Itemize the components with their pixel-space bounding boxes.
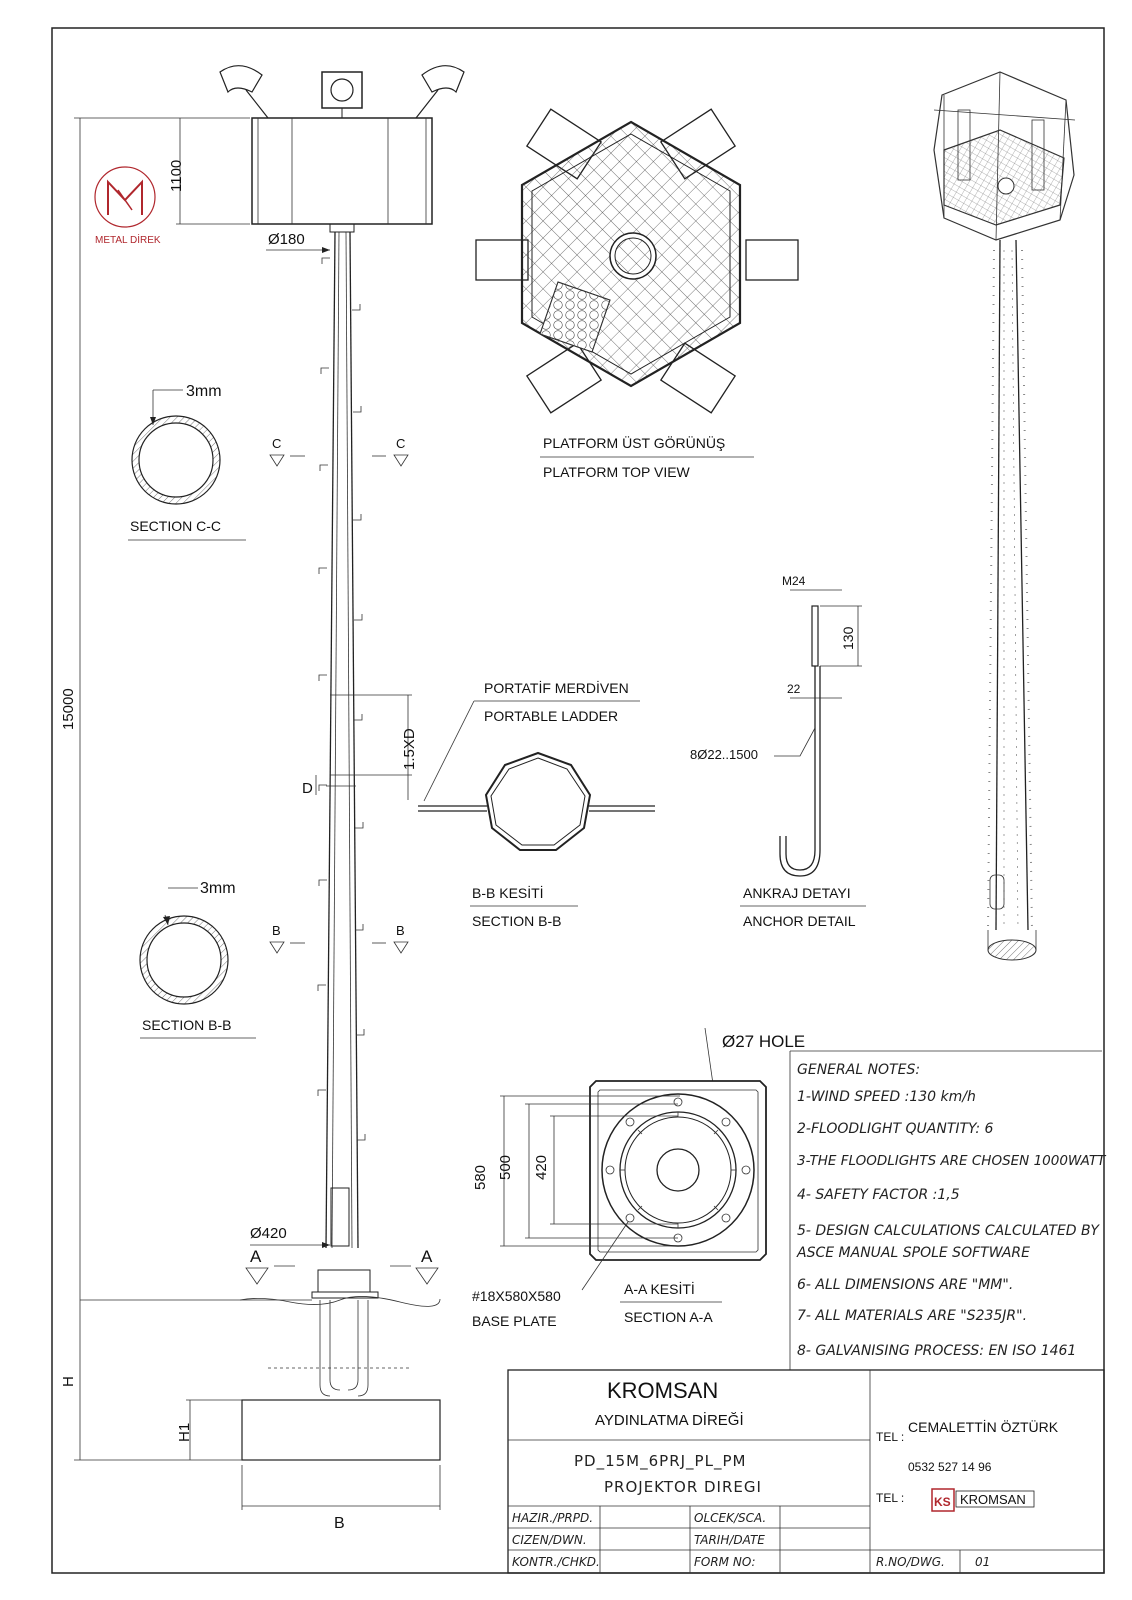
ladder-title-tr: PORTATİF MERDİVEN [484, 679, 629, 696]
floodlight-left [219, 65, 269, 119]
bb-cut-title-tr: B-B KESİTİ [472, 884, 544, 901]
anchor-rod-diameter: 22 [787, 682, 801, 696]
section-bb-thickness: 3mm [200, 880, 236, 897]
top-diameter-dimension: Ø180 [266, 231, 330, 253]
contact-phone: 0532 527 14 96 [908, 1460, 992, 1474]
hole-label: Ø27 HOLE [722, 1032, 805, 1051]
general-notes: GENERAL NOTES: 1-WIND SPEED :130 km/h 2-… [789, 1050, 1107, 1370]
form-no-label: FORM NO: [694, 1555, 756, 1569]
note-8: 8- GALVANISING PROCESS: EN ISO 1461 [797, 1343, 1076, 1359]
section-c-right: C [396, 436, 405, 451]
pole-elevation: 1100 Ø180 1.5XD [60, 65, 465, 1532]
product-name: AYDINLATMA DİREĞİ [595, 1411, 744, 1429]
dwg-no-label: R.NO/DWG. [876, 1555, 945, 1569]
ladder-title-en: PORTABLE LADDER [484, 708, 618, 724]
diameter-d-marker: D [302, 775, 356, 797]
top-diameter-label: Ø180 [268, 231, 305, 248]
note-1: 1-WIND SPEED :130 km/h [797, 1089, 976, 1105]
h1-label: H1 [176, 1423, 193, 1442]
base-diameter-dimension: Ø420 [250, 1225, 330, 1248]
note-4: 4- SAFETY FACTOR :1,5 [797, 1187, 960, 1203]
anchor-spec: 8Ø22..1500 [690, 747, 758, 762]
floodlight-right [415, 65, 465, 119]
section-a-left: A [250, 1247, 262, 1266]
plate-label: BASE PLATE [472, 1313, 557, 1329]
anchor-title-tr: ANKRAJ DETAYI [743, 885, 851, 901]
drawing-description: PROJEKTOR DIREGI [604, 1478, 762, 1496]
note-7: 7- ALL MATERIALS ARE "S235JR". [797, 1308, 1027, 1324]
section-b-right: B [396, 923, 405, 938]
section-a-right: A [421, 1247, 433, 1266]
section-cc-title: SECTION C-C [130, 518, 221, 534]
overall-height-label: 15000 [60, 688, 77, 730]
section-bb-title: SECTION B-B [142, 1017, 231, 1033]
note-6: 6- ALL DIMENSIONS ARE "MM". [797, 1277, 1013, 1293]
overall-height-dimension: 15000 H H1 B [60, 117, 441, 1532]
note-3: 3-THE FLOODLIGHTS ARE CHOSEN 1000WATT [797, 1153, 1107, 1169]
ladder-spacing-dimension: 1.5XD [330, 694, 418, 800]
section-cc-thickness: 3mm [186, 383, 222, 400]
pole-foundation [80, 1269, 441, 1461]
dim-420: 420 [533, 1155, 550, 1180]
section-aa-title-tr: A-A KESİTİ [624, 1280, 695, 1297]
plate-spec: #18X580X580 [472, 1288, 561, 1304]
anchor-detail: M24 130 22 8Ø22..1500 ANKRAJ DETAYI ANCH… [690, 574, 866, 929]
brand-name: KROMSAN [960, 1492, 1026, 1507]
section-a-marks: A A [245, 1247, 439, 1285]
company-name: KROMSAN [607, 1378, 718, 1403]
section-c-left: C [272, 436, 281, 451]
platform-title-tr: PLATFORM ÜST GÖRÜNÜŞ [543, 434, 725, 451]
section-c-marks: C C [269, 436, 409, 467]
floodlight-center [321, 71, 363, 118]
notes-title: GENERAL NOTES: [797, 1062, 920, 1078]
platform-height-dimension: 1100 [168, 117, 250, 225]
tel-label-1: TEL : [876, 1430, 904, 1444]
drawing-code: PD_15M_6PRJ_PL_PM [574, 1452, 746, 1471]
anchor-thread-label: M24 [782, 574, 806, 588]
scale-label: OLCEK/SCA. [694, 1511, 766, 1525]
platform-top-view: PLATFORM ÜST GÖRÜNÜŞ PLATFORM TOP VIEW [475, 108, 799, 480]
contact-name: CEMALETTİN ÖZTÜRK [908, 1418, 1059, 1435]
drawn-label: CIZEN/DWN. [512, 1533, 587, 1547]
note-5-cont: ASCE MANUAL SPOLE SOFTWARE [796, 1245, 1030, 1261]
title-block: KROMSAN AYDINLATMA DİREĞİ PD_15M_6PRJ_PL… [507, 1369, 1105, 1574]
section-b-marks: B B [269, 923, 409, 954]
section-aa-title-en: SECTION A-A [624, 1309, 713, 1325]
prepared-label: HAZIR./PRPD. [512, 1511, 593, 1525]
tel-label-2: TEL : [876, 1491, 904, 1505]
b-label: B [334, 1515, 345, 1532]
dim-580: 580 [472, 1165, 489, 1190]
dwg-no: 01 [975, 1555, 990, 1569]
dim-500: 500 [497, 1155, 514, 1180]
ladder-spacing-label: 1.5XD [401, 728, 418, 770]
checked-label: KONTR./CHKD. [512, 1555, 600, 1569]
portable-ladder-detail: PORTATİF MERDİVEN PORTABLE LADDER B-B KE… [418, 679, 655, 929]
anchor-title-en: ANCHOR DETAIL [743, 913, 856, 929]
platform-elevation [251, 117, 433, 233]
kromsan-logo: KS KROMSAN [931, 1488, 1035, 1512]
anchor-thread-length: 130 [840, 626, 856, 650]
base-diameter-label: Ø420 [250, 1225, 287, 1242]
logo-text: METAL DİREK [95, 233, 161, 246]
brand-mark: KS [934, 1495, 951, 1509]
metal-direk-logo: METAL DİREK [94, 166, 161, 246]
section-cc-detail: 3mm SECTION C-C [128, 383, 246, 541]
platform-height-label: 1100 [168, 160, 185, 192]
bb-cut-title-en: SECTION B-B [472, 913, 561, 929]
h-label: H [60, 1376, 77, 1387]
pole-3d-view [933, 71, 1076, 961]
pole-shaft [317, 231, 366, 1249]
section-bb-detail: 3mm SECTION B-B [139, 880, 256, 1039]
section-aa-base-plate: Ø27 HOLE 580 500 420 #1 [472, 1027, 805, 1329]
platform-title-en: PLATFORM TOP VIEW [543, 464, 691, 480]
note-5: 5- DESIGN CALCULATIONS CALCULATED BY [797, 1223, 1100, 1239]
d-label: D [302, 780, 313, 797]
section-b-left: B [272, 923, 281, 938]
note-2: 2-FLOODLIGHT QUANTITY: 6 [797, 1121, 994, 1137]
date-label: TARIH/DATE [694, 1533, 765, 1547]
